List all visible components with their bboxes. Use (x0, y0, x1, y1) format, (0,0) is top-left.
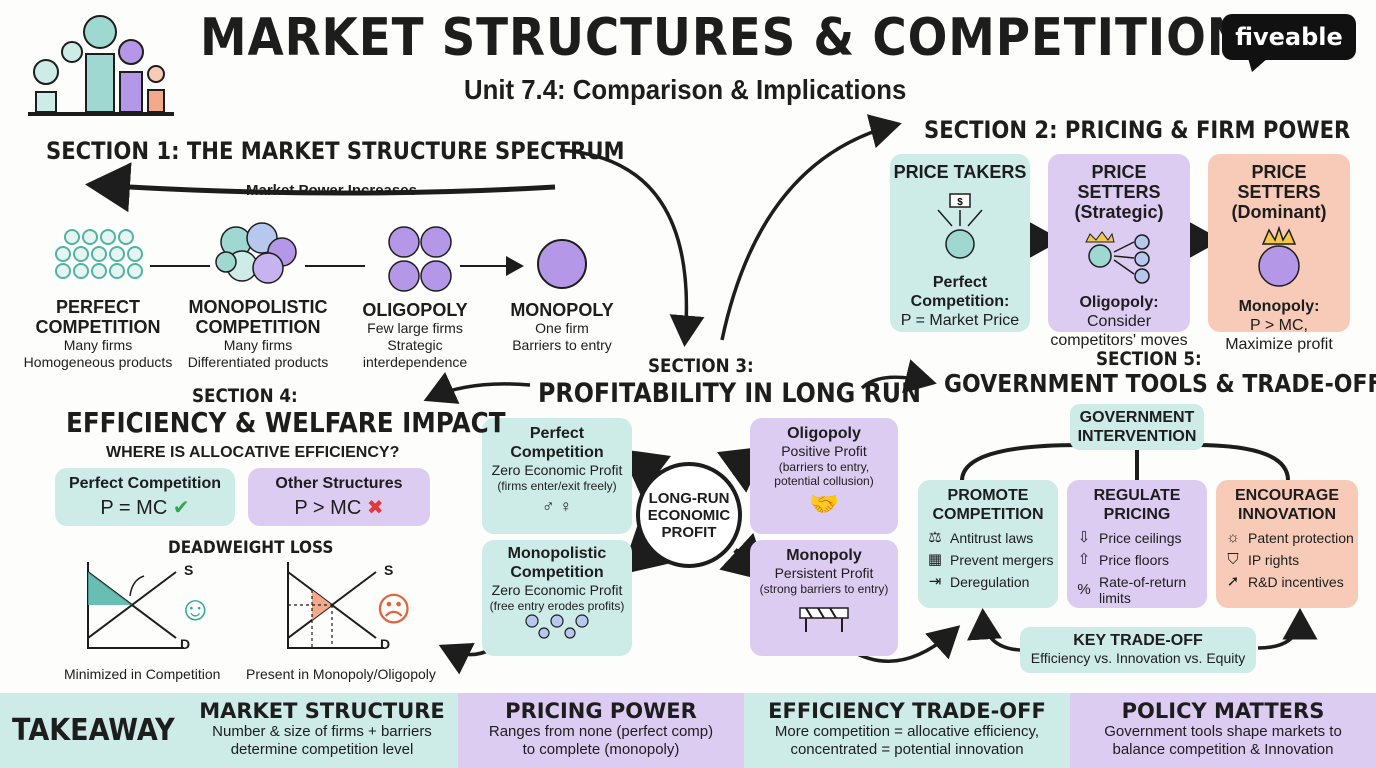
section5-title: GOVERNMENT TOOLS & TRADE-OFFS (944, 369, 1376, 398)
crown-icon (1258, 225, 1300, 287)
long-run-profit-hub: LONG-RUN ECONOMIC PROFIT (636, 462, 742, 568)
section4-label: SECTION 4: (192, 385, 298, 407)
supply-label-right: S (384, 562, 394, 578)
section1-title: SECTION 1: THE MARKET STRUCTURE SPECTRUM (46, 137, 625, 165)
gavel-icon-row: ⚖Antitrust laws (926, 529, 1058, 547)
fiveable-logo[interactable]: fiveable (1222, 14, 1356, 60)
market-power-label: Market Power Increases (246, 182, 417, 199)
logo-tail-icon (1248, 58, 1268, 72)
key-tradeoff-box: KEY TRADE-OFF Efficiency vs. Innovation … (1020, 627, 1256, 673)
graph-monopoly (287, 562, 384, 649)
svg-text:$: $ (957, 197, 963, 208)
lr-oligopoly-box: Oligopoly Positive Profit (barriers to e… (750, 418, 898, 534)
door-icon: ⇥ (928, 573, 942, 590)
regulate-pricing-box: REGULATE PRICING ⇩Price ceilings ⇧Price … (1067, 480, 1207, 608)
caption-monopoly: Present in Monopoly/Oligopoly (246, 666, 436, 682)
lightbulb-icon: ☼ (1226, 529, 1240, 546)
government-intervention-node: GOVERNMENT INTERVENTION (1070, 404, 1204, 450)
page-subtitle: Unit 7.4: Comparison & Implications (464, 74, 907, 105)
allocative-efficiency-question: WHERE IS ALLOCATIVE EFFICIENCY? (106, 444, 400, 461)
section5-label: SECTION 5: (1096, 348, 1202, 370)
check-icon: ✔ (172, 497, 190, 519)
structure-oligopoly: OLIGOPOLY Few large firms Strategic inte… (362, 300, 468, 370)
price-takers-box: PRICE TAKERS $ Perfect Competition: P = … (890, 154, 1030, 332)
rocket-icon: ➚ (1226, 573, 1240, 590)
demand-label-right: D (380, 636, 391, 652)
city-logo-icon (28, 15, 174, 116)
deadweight-loss-title: DEADWEIGHT LOSS (168, 538, 334, 558)
arrow-down-icon: ⇩ (1077, 529, 1091, 546)
many-small-firms-icon (55, 229, 143, 279)
lr-perfect-competition-box: Perfect Competition Zero Economic Profit… (482, 418, 632, 534)
section2-title: SECTION 2: PRICING & FIRM POWER (924, 116, 1351, 144)
sad-face-icon: ☹ (376, 591, 412, 629)
lr-monopolistic-competition-box: Monopolistic Competition Zero Economic P… (482, 540, 632, 656)
promote-competition-box: PROMOTE COMPETITION ⚖Antitrust laws ▦Pre… (918, 480, 1058, 608)
structure-perfect-competition: PERFECT COMPETITION Many firms Homogeneo… (23, 297, 173, 370)
lr-monopoly-box: Monopoly Persistent Profit (strong barri… (750, 540, 898, 656)
page-title: MARKET STRUCTURES & COMPETITION (200, 8, 1247, 68)
caption-competition: Minimized in Competition (64, 666, 221, 682)
handshake-icon: 🤝 (809, 491, 839, 518)
perfect-competition-efficiency-box: Perfect Competition P = MC ✔ (55, 468, 235, 526)
percent-icon: % (1077, 581, 1091, 598)
buildings-icon-row: ▦Prevent mergers (927, 551, 1054, 569)
structure-monopolistic-competition: MONOPOLISTIC COMPETITION Many firms Diff… (187, 297, 329, 370)
section4-title: EFFICIENCY & WELFARE IMPACT (66, 406, 506, 439)
section3-title: PROFITABILITY IN LONG RUN (538, 378, 921, 409)
demand-label-left: D (180, 636, 191, 652)
price-setters-dominant-box: PRICE SETTERS (Dominant) Monopoly: P > M… (1208, 154, 1350, 353)
encourage-innovation-box: ENCOURAGE INNOVATION ☼Patent protection … (1216, 480, 1358, 608)
door-icon-row: ⇥Deregulation (926, 573, 1058, 591)
structure-monopoly: MONOPOLY One firm Barriers to entry (510, 300, 614, 353)
buildings-icon: ▦ (927, 551, 943, 568)
few-large-firms-icon (388, 226, 452, 292)
supply-label-left: S (184, 562, 194, 578)
single-firm-icon (537, 239, 587, 289)
other-structures-efficiency-box: Other Structures P > MC ✖ (248, 468, 430, 526)
crown-network-icon (1085, 231, 1150, 284)
shield-icon: ⛉ (1227, 551, 1239, 568)
takeaway-market-structure: MARKET STRUCTURE Number & size of firms … (186, 693, 458, 768)
takeaway-policy-matters: POLICY MATTERS Government tools shape ma… (1070, 693, 1376, 768)
arrow-up-icon: ⇧ (1077, 551, 1091, 568)
network-nodes-icon (525, 614, 589, 639)
gavel-icon: ⚖ (928, 529, 942, 546)
dollar-tag-icon: $ (937, 193, 983, 259)
happy-face-icon: ☺ (178, 590, 213, 628)
takeaway-label-cell: TAKEAWAY (0, 693, 186, 768)
barrier-icon (799, 607, 849, 632)
graph-competition (87, 562, 184, 649)
price-setters-strategic-box: PRICE SETTERS (Strategic) Oligopoly: Con… (1048, 154, 1190, 349)
enter-exit-icon: ♂ ♀ (541, 497, 573, 516)
takeaway-pricing-power: PRICING POWER Ranges from none (perfect … (458, 693, 744, 768)
section3-label: SECTION 3: (648, 355, 754, 377)
differentiated-firms-icon (215, 222, 297, 284)
cross-icon: ✖ (366, 497, 384, 519)
takeaway-efficiency-tradeoff: EFFICIENCY TRADE-OFF More competition = … (744, 693, 1070, 768)
